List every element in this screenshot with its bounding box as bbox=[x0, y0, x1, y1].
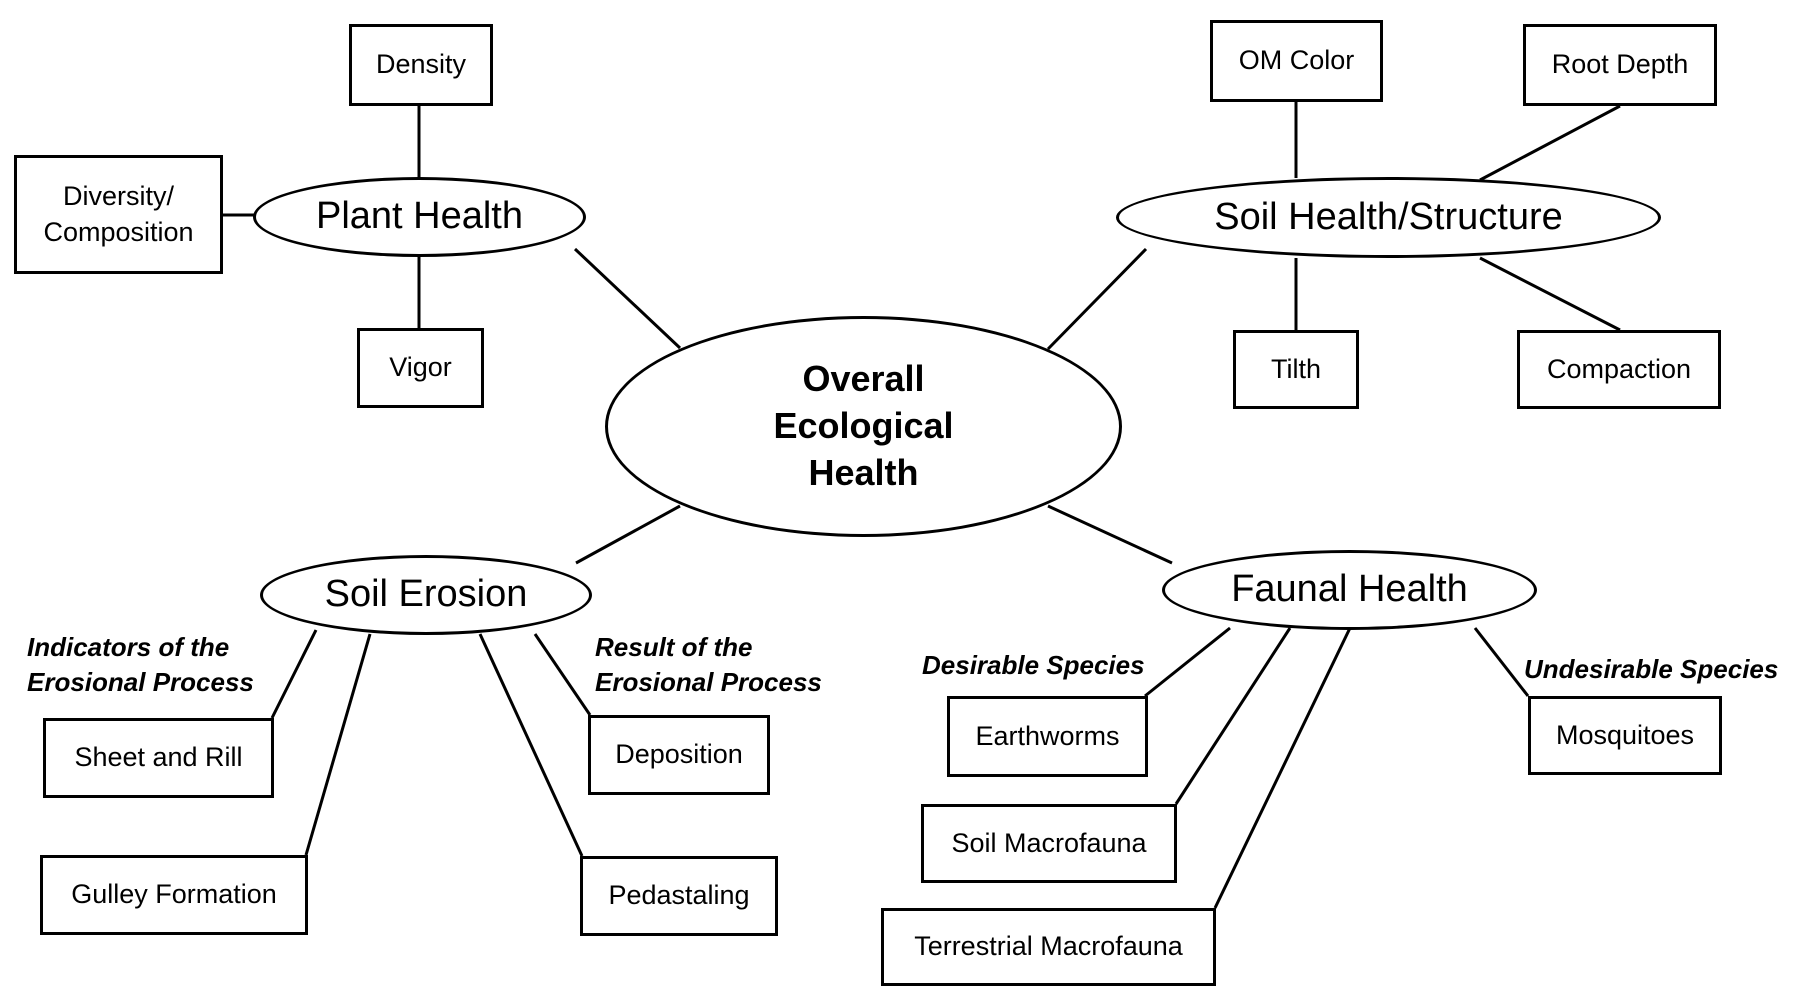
connector-erosion-pedastaling bbox=[478, 633, 584, 857]
connector-center-faunal bbox=[1047, 504, 1173, 565]
results-annotation: Result of the Erosional Process bbox=[595, 632, 822, 698]
connector-soil-compaction bbox=[1479, 256, 1621, 332]
faunal-health-node: Faunal Health bbox=[1162, 550, 1537, 630]
connector-erosion-deposition bbox=[533, 633, 592, 716]
om-color-box: OM Color bbox=[1210, 20, 1383, 102]
tilth-box: Tilth bbox=[1233, 330, 1359, 409]
compaction-box: Compaction bbox=[1517, 330, 1721, 409]
sheet-and-rill-box: Sheet and Rill bbox=[43, 718, 274, 798]
connector-erosion-gulley bbox=[304, 633, 372, 856]
connector-faunal-soilmacro bbox=[1174, 627, 1292, 805]
density-box: Density bbox=[349, 24, 493, 106]
soil-health-structure-node: Soil Health/Structure bbox=[1116, 177, 1661, 258]
deposition-box: Deposition bbox=[588, 715, 770, 795]
connector-erosion-sheet bbox=[270, 629, 318, 719]
undesirable-species-annotation: Undesirable Species bbox=[1524, 654, 1779, 684]
pedastaling-box: Pedastaling bbox=[580, 856, 778, 936]
gulley-formation-box: Gulley Formation bbox=[40, 855, 308, 935]
overall-ecological-health-node: Overall Ecological Health bbox=[605, 316, 1122, 537]
soil-erosion-node: Soil Erosion bbox=[260, 555, 592, 635]
indicators-annotation: Indicators of the Erosional Process bbox=[27, 632, 254, 698]
connector-faunal-earthworms bbox=[1144, 626, 1231, 698]
earthworms-box: Earthworms bbox=[947, 696, 1148, 777]
connector-center-soil bbox=[1046, 247, 1148, 351]
desirable-species-annotation: Desirable Species bbox=[922, 650, 1145, 680]
connector-soil-rootdepth bbox=[1479, 104, 1621, 182]
root-depth-box: Root Depth bbox=[1523, 24, 1717, 106]
diversity-composition-box: Diversity/ Composition bbox=[14, 155, 223, 274]
connector-faunal-mosquitoes bbox=[1473, 627, 1530, 697]
soil-macrofauna-box: Soil Macrofauna bbox=[921, 804, 1177, 883]
terrestrial-macrofauna-box: Terrestrial Macrofauna bbox=[881, 908, 1216, 986]
connector-faunal-terrestrial bbox=[1213, 627, 1352, 909]
plant-health-node: Plant Health bbox=[253, 177, 586, 257]
vigor-box: Vigor bbox=[357, 328, 484, 408]
connector-center-plant bbox=[573, 247, 682, 350]
connector-center-erosion bbox=[575, 504, 681, 565]
mosquitoes-box: Mosquitoes bbox=[1528, 696, 1722, 775]
